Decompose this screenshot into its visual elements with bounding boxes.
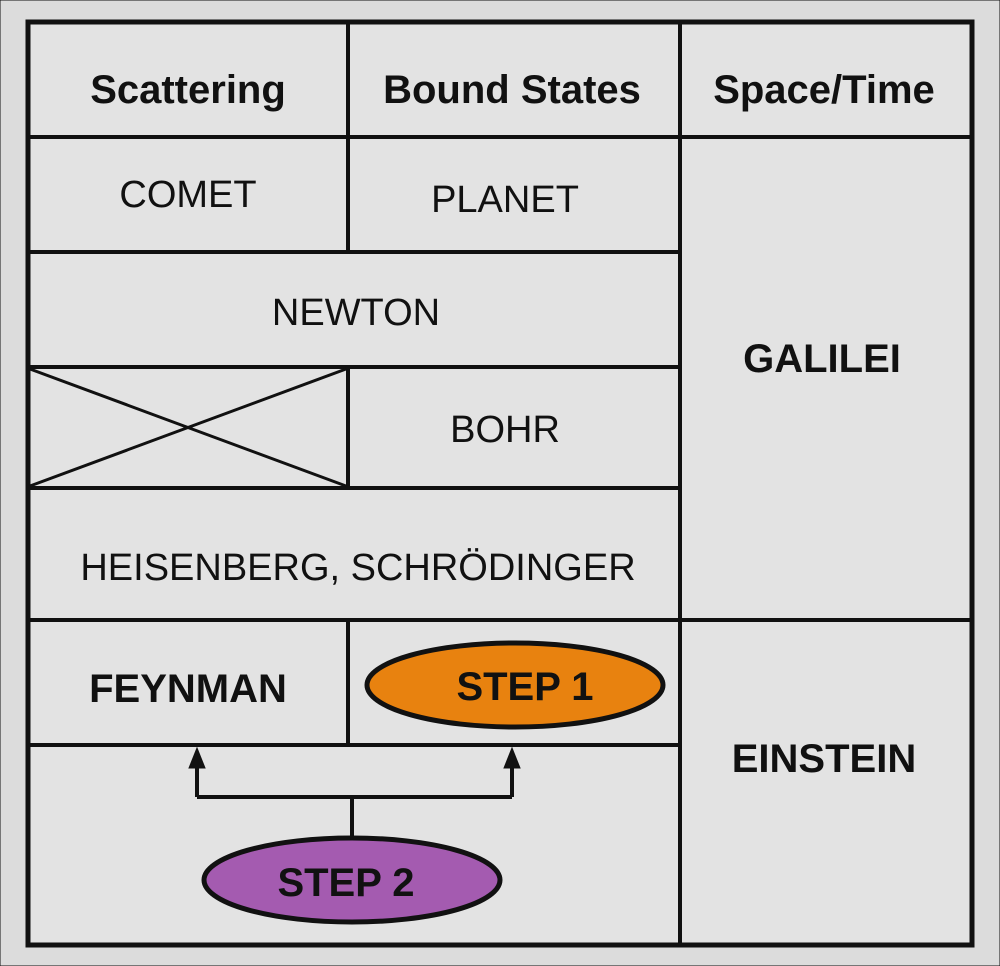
cell-bohr: BOHR (450, 409, 560, 451)
grid-lines (28, 22, 972, 945)
cell-heisenberg-schrodinger: HEISENBERG, SCHRÖDINGER (80, 547, 635, 589)
header-space-time: Space/Time (713, 68, 935, 112)
step-1-label: STEP 1 (456, 665, 593, 709)
header-scattering: Scattering (90, 68, 286, 112)
cell-feynman: FEYNMAN (89, 667, 287, 711)
branch-connector (188, 746, 521, 840)
cell-newton: NEWTON (272, 292, 440, 334)
cell-comet: COMET (119, 174, 256, 216)
arrow-up-icon (188, 746, 206, 769)
outer-border (25, 19, 975, 948)
step-1-ellipse (364, 640, 666, 730)
arrow-up-icon (503, 746, 521, 769)
header-bound-states: Bound States (383, 68, 641, 112)
cell-planet: PLANET (431, 179, 579, 221)
step-2-label: STEP 2 (277, 861, 414, 905)
step-2: STEP 2 (201, 835, 503, 925)
empty-cell-cross (29, 367, 347, 488)
cell-einstein: EINSTEIN (732, 737, 916, 781)
step-2-ellipse (201, 835, 503, 925)
step-1: STEP 1 (364, 640, 666, 730)
cell-galilei: GALILEI (743, 337, 901, 381)
